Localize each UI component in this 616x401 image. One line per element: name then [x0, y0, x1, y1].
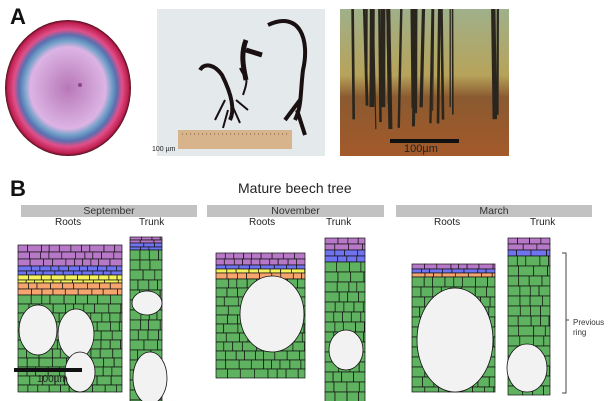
panel-a-label: A	[10, 4, 26, 29]
panel-b-label: B	[10, 176, 26, 201]
vessel	[18, 304, 58, 356]
panel-b-scale-label: 100µm	[37, 374, 68, 385]
excavated-roots-photo	[157, 9, 325, 156]
root-cross-section-image	[5, 20, 131, 156]
vessel	[131, 290, 163, 316]
november-trunk-cells	[324, 237, 366, 401]
panel-b-scale-bar	[14, 368, 82, 372]
ruler	[178, 130, 292, 149]
month-header-november: November	[207, 205, 384, 217]
forest-scale-label: 100µm	[404, 143, 438, 155]
label-trunk-september: Trunk	[139, 217, 165, 228]
forest-scale-bar	[390, 139, 459, 143]
panel-b-title: Mature beech tree	[238, 180, 352, 196]
label-trunk-march: Trunk	[530, 217, 556, 228]
vessel	[416, 287, 494, 393]
september-roots-cells	[17, 244, 123, 393]
label-roots-september: Roots	[55, 217, 82, 228]
march-trunk-cells	[506, 237, 551, 396]
vessel	[132, 351, 168, 401]
september-trunk-cells	[129, 236, 168, 401]
label-trunk-november: Trunk	[326, 217, 352, 228]
label-roots-march: Roots	[434, 217, 461, 228]
vessel	[328, 329, 364, 371]
month-header-september: September	[21, 205, 197, 217]
vessel	[239, 275, 305, 353]
beech-forest-photo	[340, 8, 509, 156]
november-roots-cells	[215, 252, 306, 379]
label-roots-november: Roots	[249, 217, 276, 228]
vessel	[57, 308, 95, 360]
month-header-march: March	[396, 205, 592, 217]
cross-section-scale-label: 100 µm	[152, 146, 176, 153]
previous-ring-label: Previous ring	[573, 318, 605, 337]
march-roots-cells	[411, 263, 496, 393]
vessel	[506, 343, 548, 393]
previous-ring-bracket	[562, 252, 569, 394]
